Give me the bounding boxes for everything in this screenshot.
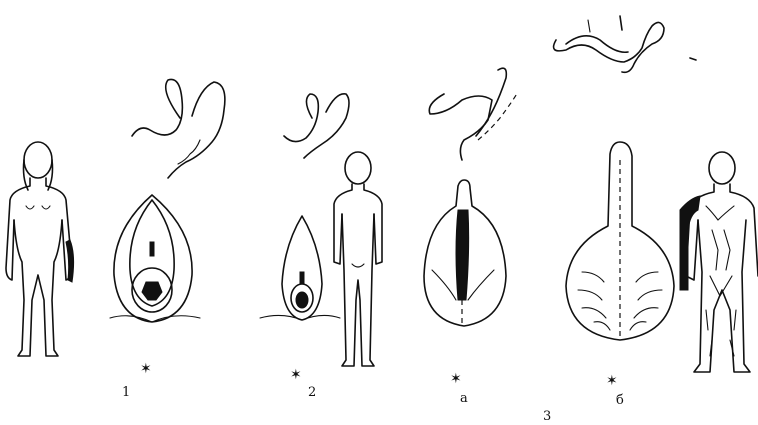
stage-3b-mark-symbol: ✶ bbox=[606, 374, 618, 388]
stage-1-internal-sketch bbox=[132, 79, 225, 178]
child-figure-center bbox=[334, 152, 382, 366]
stage-3a-mark-symbol: ✶ bbox=[450, 372, 462, 386]
stage-2-label: 2 bbox=[308, 386, 316, 399]
stage-2-internal-sketch bbox=[284, 94, 349, 158]
stage-3b-external-sketch bbox=[566, 142, 674, 340]
stage-2-mark-symbol: ✶ bbox=[290, 368, 302, 382]
male-figure-right bbox=[680, 152, 758, 372]
female-figure-left bbox=[6, 142, 74, 356]
stage-3a-external-sketch bbox=[424, 180, 506, 326]
stage-1-mark-symbol: ✶ bbox=[140, 362, 152, 376]
stage-3b-internal-sketch bbox=[554, 16, 696, 72]
stage-3a-internal-sketch bbox=[429, 68, 518, 160]
stage-3b-label: б bbox=[616, 394, 624, 407]
group-3-label: 3 bbox=[543, 410, 551, 423]
stage-2-external-sketch bbox=[260, 216, 340, 320]
stage-1-label: 1 bbox=[122, 386, 130, 399]
stage-3a-label: а bbox=[460, 392, 468, 405]
stage-1-external-sketch bbox=[110, 195, 200, 322]
